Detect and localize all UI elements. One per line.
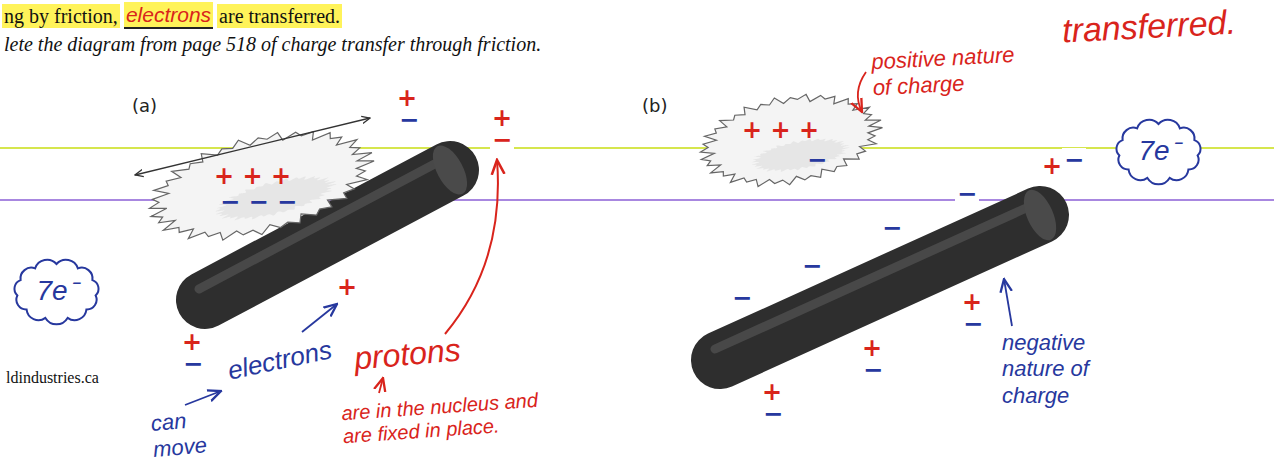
worksheet-text: are transferred. — [217, 4, 342, 28]
cloud-outline — [1116, 120, 1200, 184]
charge-sign: − — [800, 254, 824, 278]
handwritten-note: positive nature of charge — [869, 41, 1042, 103]
rod-end — [426, 140, 474, 200]
cloud-outline — [14, 260, 98, 324]
panel-label: (a) — [130, 95, 159, 117]
charge-sign: − — [861, 358, 885, 382]
handwritten-note: electrons — [223, 334, 337, 387]
fur-piece — [700, 94, 882, 186]
charge-sign: − — [961, 312, 985, 336]
charge-sign: − — [1062, 148, 1086, 172]
instruction-text: lete the diagram from page 518 of charge… — [2, 32, 543, 56]
cloud-text: 7e⁻ — [36, 275, 76, 307]
panel-label: (b) — [640, 95, 669, 117]
fur-piece — [150, 132, 375, 240]
rod — [720, 215, 1040, 360]
leader-arrow — [445, 160, 498, 334]
charge-sign: − — [761, 402, 785, 426]
charge-sign: + — [395, 86, 419, 110]
worksheet-text: ng by friction, — [2, 4, 120, 28]
footer-url: ldindustries.ca — [4, 368, 101, 387]
charge-sign: + — [960, 290, 984, 314]
leader-arrow — [185, 391, 221, 405]
leader-arrow — [858, 72, 866, 112]
handwritten-note: protons — [351, 330, 465, 378]
cloud-note: 7e⁻ — [1110, 115, 1207, 188]
charge-sign: − — [880, 216, 904, 240]
charge-sign: + — [180, 330, 204, 354]
charge-sign: − — [181, 352, 205, 376]
handwritten-note: transferred. — [1059, 1, 1239, 51]
charge-sign: + — [1040, 154, 1064, 178]
charge-sign: − — [397, 108, 421, 132]
leader-arrow — [1004, 279, 1012, 326]
leader-arrow — [302, 304, 337, 332]
charge-sign: + + + — [212, 164, 293, 188]
charge-sign: + — [860, 336, 884, 360]
handwritten-answer: electrons — [124, 2, 213, 29]
leader-arrow — [379, 378, 383, 393]
fur-shading — [752, 139, 850, 172]
rod-highlight — [715, 204, 1035, 349]
charge-sign: + — [335, 275, 359, 299]
handwritten-note: negative nature of charge — [1000, 330, 1124, 409]
charge-sign: + + + — [740, 118, 821, 142]
charge-sign: − — [955, 182, 979, 206]
charge-sign: − — [805, 148, 829, 172]
charge-sign: − — [490, 128, 514, 152]
rod — [205, 170, 450, 300]
cloud-note: 7e⁻ — [8, 255, 105, 328]
charge-sign: − − − — [218, 190, 299, 214]
charge-sign: + — [490, 106, 514, 130]
charge-sign: + — [760, 380, 784, 404]
rod-end — [1017, 185, 1063, 245]
handwritten-note: can move — [148, 405, 226, 464]
cloud-text: 7e⁻ — [1138, 135, 1178, 167]
handwritten-note: are in the nucleus and are fixed in plac… — [339, 388, 556, 449]
charge-sign: − — [730, 286, 754, 310]
